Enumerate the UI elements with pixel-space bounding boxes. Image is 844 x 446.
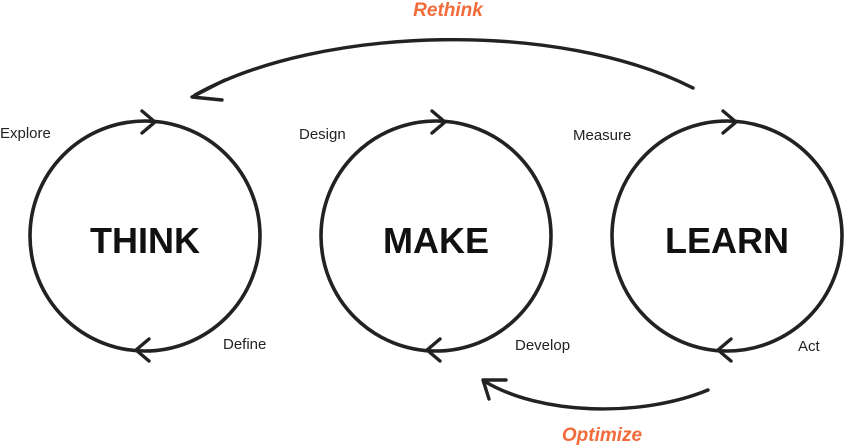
rethink-arrow <box>193 38 695 97</box>
rethink-loop: Rethink <box>190 0 695 102</box>
explore-label: Explore <box>0 125 51 142</box>
make-stage: MAKE Design Develop <box>299 109 570 363</box>
optimize-arrow <box>482 379 710 411</box>
learn-bottom-arrowhead <box>716 337 733 363</box>
rethink-arrowhead <box>190 78 227 102</box>
act-label: Act <box>798 338 821 355</box>
optimize-loop: Optimize <box>481 378 710 446</box>
think-bottom-arrowhead <box>134 337 151 363</box>
learn-title: LEARN <box>665 220 789 261</box>
learn-cycle-ring <box>610 119 844 353</box>
design-label: Design <box>299 126 346 143</box>
optimize-arrowhead <box>481 378 508 401</box>
rethink-label: Rethink <box>413 0 484 21</box>
learn-stage: LEARN Measure Act <box>573 109 844 363</box>
define-label: Define <box>223 336 266 353</box>
think-cycle-ring <box>28 119 262 353</box>
make-cycle-ring <box>319 119 553 353</box>
think-title: THINK <box>90 220 200 261</box>
learn-top-arrowhead <box>721 109 738 135</box>
make-title: MAKE <box>383 220 489 261</box>
make-top-arrowhead <box>430 109 447 135</box>
optimize-label: Optimize <box>562 425 643 446</box>
think-top-arrowhead <box>140 109 157 135</box>
think-stage: THINK Explore Define <box>0 109 266 363</box>
make-bottom-arrowhead <box>425 337 442 363</box>
develop-label: Develop <box>515 337 570 354</box>
measure-label: Measure <box>573 127 631 144</box>
